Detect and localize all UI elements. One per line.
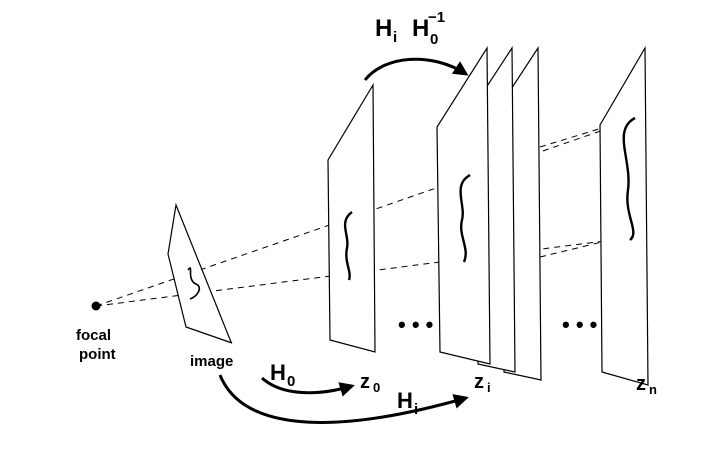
plane-zn	[599, 45, 649, 386]
label-hi: H i	[397, 388, 418, 418]
svg-text:i: i	[393, 29, 397, 46]
ellipsis-2: • • •	[562, 312, 597, 337]
label-h0: H 0	[270, 360, 295, 390]
svg-text:n: n	[649, 382, 657, 397]
curve-z0	[343, 211, 353, 281]
image-label: image	[190, 353, 233, 370]
curve-zi	[459, 173, 471, 263]
image-curve	[187, 267, 201, 300]
ray-segments-far	[539, 127, 603, 258]
svg-text:0: 0	[287, 373, 295, 390]
arrow-hi-h0inv	[363, 57, 469, 81]
svg-text:H: H	[397, 388, 413, 413]
svg-text:i: i	[487, 380, 491, 395]
svg-text:0: 0	[430, 31, 438, 48]
svg-text:0: 0	[373, 380, 380, 395]
ellipsis-1: • • •	[398, 312, 433, 337]
image-plane	[167, 202, 233, 344]
label-z0: z 0	[360, 371, 380, 395]
label-zn: z n	[636, 373, 657, 397]
svg-text:H: H	[412, 15, 429, 42]
svg-text:H: H	[375, 15, 392, 42]
label-zi: z i	[474, 371, 491, 395]
svg-text:H: H	[270, 360, 286, 385]
svg-text:i: i	[414, 401, 418, 418]
svg-text:−1: −1	[428, 9, 445, 26]
label-hi-h0inv: H i H 0 −1	[375, 9, 445, 48]
arrow-h0	[260, 376, 355, 397]
arrow-hi	[218, 374, 469, 424]
focal-label-line1: focal	[76, 327, 111, 344]
svg-text:z: z	[636, 373, 646, 395]
plane-zi	[436, 45, 491, 365]
svg-text:z: z	[474, 371, 484, 393]
focal-label-line2: point	[79, 346, 116, 363]
plane-z0	[327, 82, 376, 353]
focal-point-dot	[91, 301, 101, 311]
curve-zn	[622, 116, 636, 241]
svg-text:z: z	[360, 371, 370, 393]
